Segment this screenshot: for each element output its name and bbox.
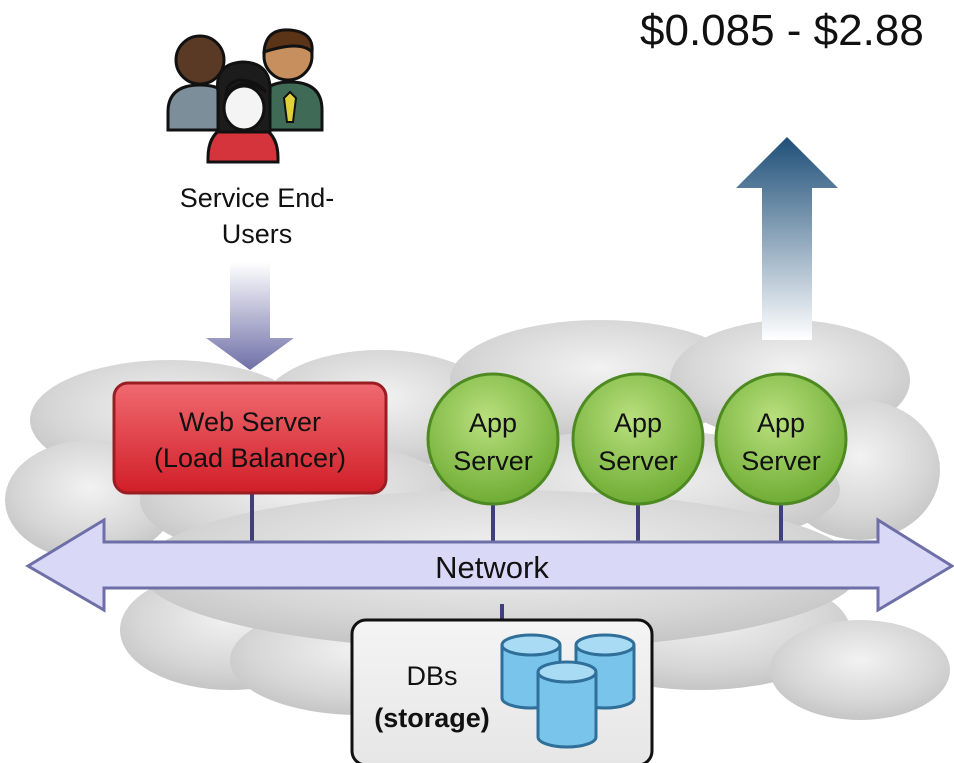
scale-up-arrow: [736, 137, 838, 340]
app-server-label-line2: Server: [598, 446, 678, 476]
web-server: Web Server (Load Balancer): [112, 381, 388, 495]
web-server-label-line2: (Load Balancer): [154, 443, 346, 473]
connector-lines: [250, 490, 783, 622]
network-label: Network: [435, 550, 549, 585]
app-server-label-line2: Server: [741, 446, 821, 476]
app-server-label-line2: Server: [453, 446, 533, 476]
users-label-line2: Users: [221, 219, 293, 249]
app-server-label-line1: App: [614, 408, 662, 438]
app-server-label-line1: App: [469, 408, 517, 438]
users-icon: [166, 28, 324, 164]
request-arrow: [206, 262, 294, 370]
storage-label-line1: DBs: [406, 661, 457, 691]
web-server-label-line1: Web Server: [179, 407, 321, 437]
app-server-2: App Server: [571, 372, 705, 506]
app-server-label-line1: App: [757, 408, 805, 438]
users-label-line1: Service End-: [179, 183, 335, 213]
price-range: $0.085 - $2.88: [640, 6, 924, 55]
database-icon: [500, 633, 636, 749]
network-arrow: [25, 517, 954, 613]
users-label: Service End- Users: [132, 180, 382, 252]
storage-label-line2: (storage): [374, 703, 490, 733]
app-server-3: App Server: [714, 372, 848, 506]
app-server-1: App Server: [426, 372, 560, 506]
